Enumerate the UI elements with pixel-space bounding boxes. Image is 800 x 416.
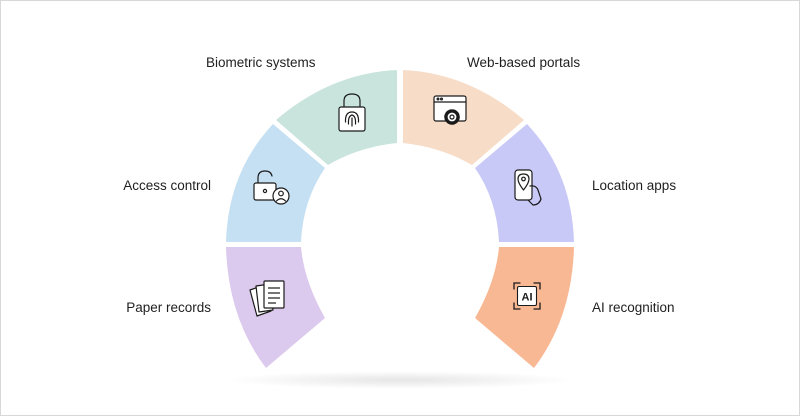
ai-icon-text: AI (522, 292, 533, 304)
label-location-apps: Location apps (592, 178, 677, 193)
segment-shape (276, 70, 397, 165)
label-access-control: Access control (123, 178, 211, 193)
segment-access-control (226, 124, 325, 242)
ai-scan-icon: AI (513, 282, 541, 310)
documents-icon (249, 280, 285, 317)
segment-location-apps (475, 124, 574, 242)
padlock-user-icon (253, 170, 290, 205)
segment-biometric-systems (276, 70, 397, 165)
segment-paper-records (226, 247, 325, 368)
segment-ai-recognition: AI (475, 247, 574, 368)
label-biometric-systems: Biometric systems (206, 55, 316, 70)
label-paper-records: Paper records (126, 300, 211, 315)
ground-shadow (225, 371, 575, 389)
browser-gear-icon (433, 95, 467, 125)
segment-shape (475, 247, 574, 368)
padlock-fingerprint-icon (338, 93, 366, 132)
label-web-based-portals: Web-based portals (467, 55, 581, 70)
phone-location-icon (514, 169, 542, 206)
segment-web-based-portals (403, 70, 524, 165)
label-ai-recognition: AI recognition (592, 300, 675, 315)
